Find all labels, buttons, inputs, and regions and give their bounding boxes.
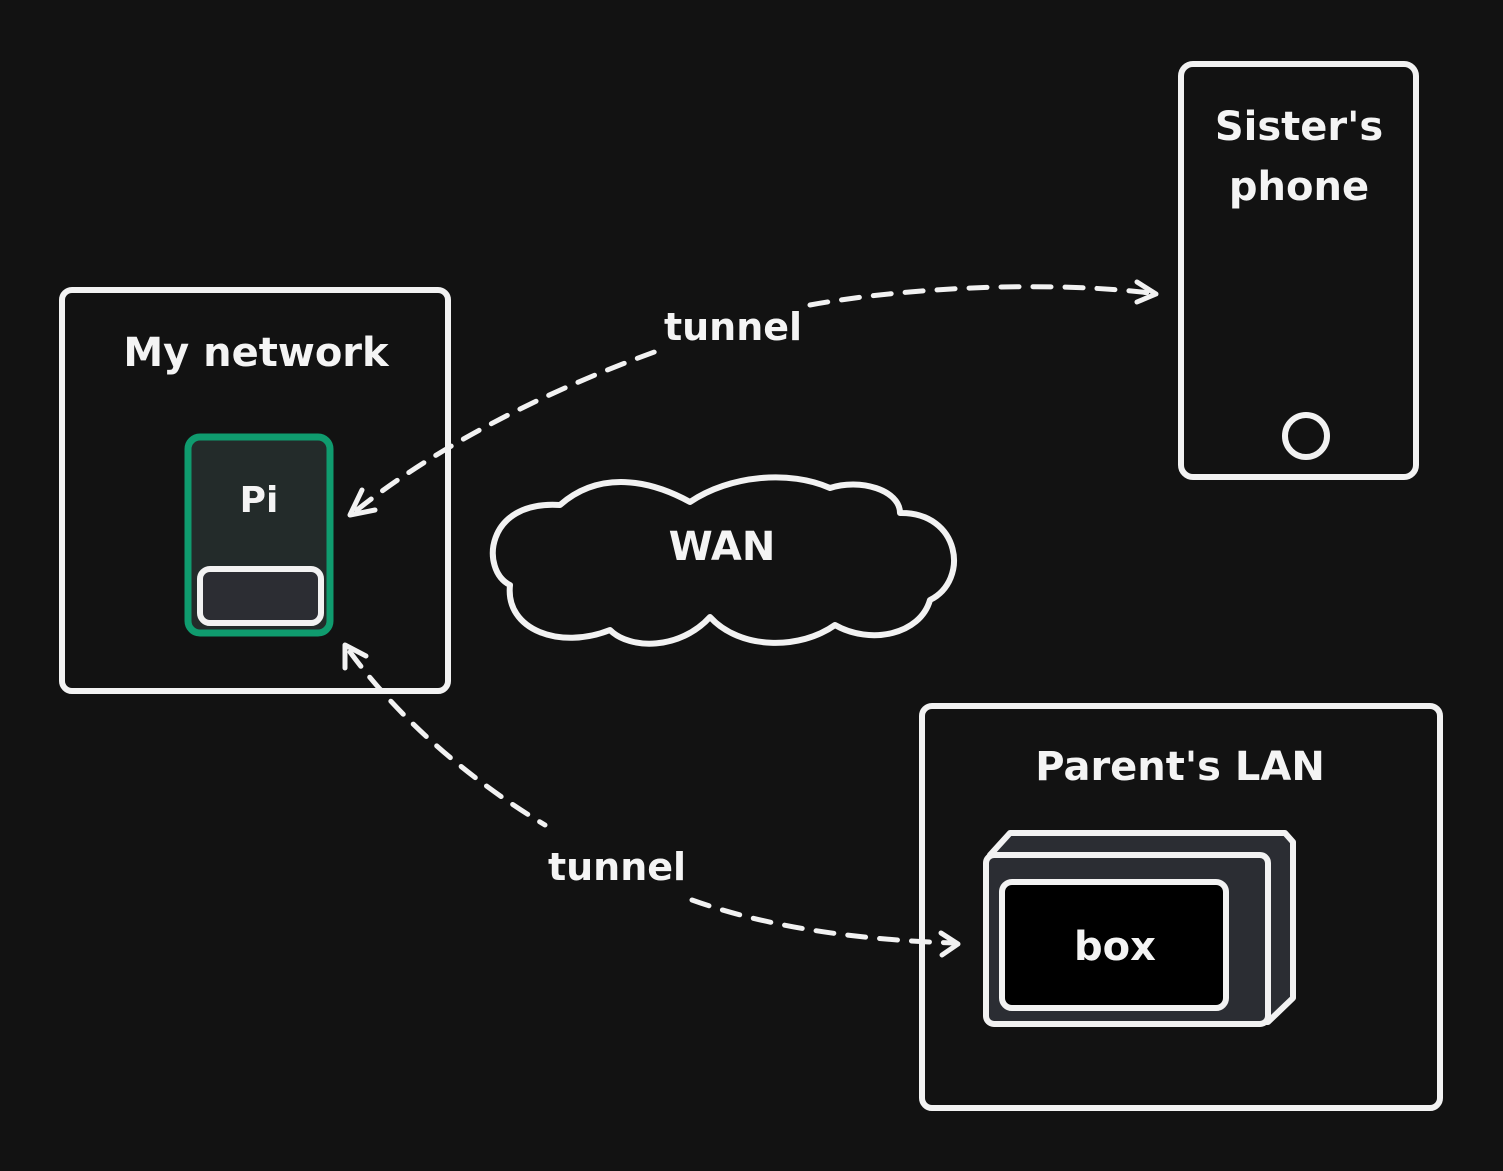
parents-lan-frame[interactable]	[919, 703, 1443, 1111]
tunnel-to-box-edge[interactable]: tunnel	[342, 642, 961, 958]
tunnel-to-box-arrow-left	[342, 642, 369, 671]
sister-phone[interactable]: Sister's phone	[1178, 61, 1419, 480]
parents-lan-group: Parent's LAN	[919, 703, 1443, 1111]
pi-slot	[197, 566, 324, 626]
parents-lan-label: Parent's LAN	[1035, 744, 1325, 790]
my-network-label: My network	[123, 330, 390, 376]
tunnel-to-box-line-a	[347, 649, 548, 828]
phone-label-line1: Sister's	[1215, 104, 1383, 150]
tunnel-to-phone-edge[interactable]: tunnel	[347, 279, 1159, 518]
wan-cloud-shape	[489, 474, 957, 647]
phone-body	[1178, 61, 1419, 480]
tunnel-to-box-label: tunnel	[548, 845, 686, 889]
pi-device[interactable]: Pi	[184, 433, 334, 637]
my-network-frame[interactable]	[59, 287, 451, 694]
wan-cloud[interactable]: WAN	[489, 474, 957, 647]
box-device[interactable]: box	[983, 830, 1296, 1027]
wan-label: WAN	[669, 524, 776, 570]
tunnel-to-box-arrow-right	[938, 930, 961, 958]
pi-label: Pi	[240, 480, 279, 521]
phone-label-line2: phone	[1229, 164, 1369, 210]
tunnel-to-phone-arrow-left	[347, 487, 378, 518]
tunnel-to-phone-arrow-right	[1134, 279, 1159, 305]
tunnel-to-phone-line-a	[354, 347, 663, 513]
tunnel-to-phone-line-b	[807, 284, 1153, 308]
tunnel-to-phone-label: tunnel	[664, 305, 802, 349]
box-label: box	[1074, 924, 1156, 970]
tunnel-to-box-line-b	[689, 897, 958, 946]
box-screen	[999, 879, 1229, 1011]
phone-home-button	[1282, 412, 1330, 460]
my-network-group: My network	[59, 287, 451, 694]
